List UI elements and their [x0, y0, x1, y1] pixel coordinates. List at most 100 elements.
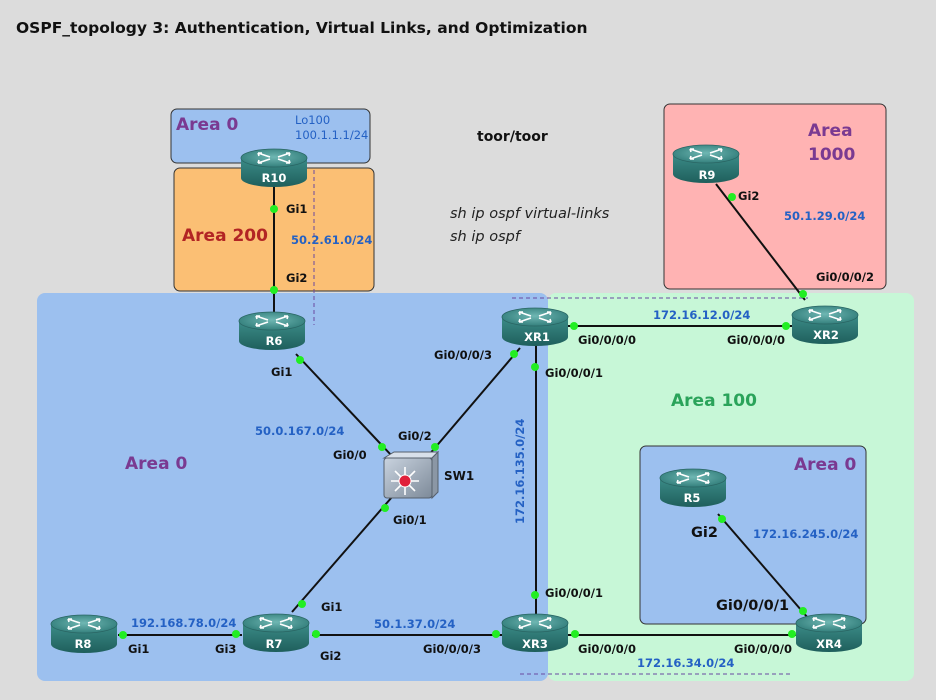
area100-label: Area 100 — [671, 391, 757, 411]
iface-sw1-gi00: Gi0/0 — [333, 448, 367, 462]
iface-xr3-gi001: Gi0/0/0/1 — [545, 586, 603, 600]
device-label-r9: R9 — [699, 168, 716, 182]
iface-r6-gi2: Gi2 — [286, 271, 307, 285]
port-xr2-gi002 — [799, 290, 807, 298]
router-r10[interactable] — [240, 148, 308, 187]
device-label-sw1: SW1 — [444, 469, 474, 483]
subnet-r7-xr3: 50.1.37.0/24 — [374, 617, 455, 631]
iface-xr2-gi002: Gi0/0/0/2 — [816, 270, 874, 284]
device-label-r10: R10 — [262, 171, 287, 185]
device-label-xr1: XR1 — [524, 330, 550, 344]
port-r5-gi2 — [718, 515, 726, 523]
link-r9-xr2 — [715, 183, 806, 301]
diagram-title: OSPF_topology 3: Authentication, Virtual… — [16, 19, 588, 37]
router-r9[interactable] — [672, 144, 740, 183]
subnet-r8-r7: 192.168.78.0/24 — [131, 616, 236, 630]
router-icon — [808, 309, 842, 321]
router-icon — [259, 617, 293, 629]
iface-xr4-gi000: Gi0/0/0/0 — [734, 642, 792, 656]
device-label-r6: R6 — [266, 334, 283, 348]
link-sw1-r7 — [291, 496, 393, 613]
iface-sw1-gi02: Gi0/2 — [398, 429, 432, 443]
port-sw1-gi02 — [431, 443, 439, 451]
link-r5-xr4 — [717, 513, 809, 619]
iface-r7-gi3: Gi3 — [215, 642, 236, 656]
port-r7-gi2 — [312, 630, 320, 638]
subnet-xr3-xr4: 172.16.34.0/24 — [637, 656, 734, 670]
iface-r5-gi2: Gi2 — [691, 525, 718, 541]
iface-xr3-gi000: Gi0/0/0/0 — [578, 642, 636, 656]
router-xr2[interactable] — [791, 305, 859, 344]
links — [118, 183, 809, 636]
port-xr4-gi001 — [799, 607, 807, 615]
area200-label: Area 200 — [182, 226, 268, 246]
loopback-name: Lo100 — [295, 113, 330, 127]
port-r7-gi3 — [232, 630, 240, 638]
port-dots — [119, 193, 807, 639]
switch-sw1[interactable] — [382, 450, 440, 500]
iface-r8-gi1: Gi1 — [128, 642, 149, 656]
router-icon — [257, 152, 291, 164]
subnet-r9-xr2: 50.1.29.0/24 — [784, 209, 865, 223]
router-icon — [812, 617, 846, 629]
device-label-xr2: XR2 — [813, 328, 839, 342]
router-xr3[interactable] — [501, 613, 569, 652]
device-label-r5: R5 — [684, 491, 701, 505]
credentials-label: toor/toor — [477, 129, 548, 145]
subnet-xr1-xr2: 172.16.12.0/24 — [653, 308, 750, 322]
device-label-r7: R7 — [266, 637, 283, 651]
router-xr1[interactable] — [501, 307, 569, 346]
iface-xr1-gi001: Gi0/0/0/1 — [545, 366, 603, 380]
port-xr1-gi001 — [531, 363, 539, 371]
iface-r10-gi1: Gi1 — [286, 202, 307, 216]
iface-r9-gi2: Gi2 — [738, 189, 759, 203]
subnet-r5-xr4: 172.16.245.0/24 — [753, 527, 858, 541]
port-r6-gi1 — [296, 356, 304, 364]
port-r7-gi1 — [298, 600, 306, 608]
subnet-r10-r6: 50.2.61.0/24 — [291, 233, 372, 247]
port-xr3-gi003 — [492, 630, 500, 638]
port-xr4-gi000 — [788, 630, 796, 638]
port-xr2-gi000 — [782, 322, 790, 330]
device-label-xr4: XR4 — [816, 637, 842, 651]
router-r5[interactable] — [659, 468, 727, 507]
port-r10-gi1 — [270, 205, 278, 213]
router-icon — [67, 618, 101, 630]
area0-inner-label: Area 0 — [794, 455, 856, 475]
device-label-r8: R8 — [75, 637, 92, 651]
router-r7[interactable] — [242, 613, 310, 652]
router-icon — [255, 315, 289, 327]
port-xr1-gi000 — [570, 322, 578, 330]
router-icon — [676, 472, 710, 484]
link-r6-sw1 — [295, 353, 393, 457]
port-xr1-gi003 — [510, 350, 518, 358]
router-r6[interactable] — [238, 311, 306, 350]
iface-xr3-gi003: Gi0/0/0/3 — [423, 642, 481, 656]
iface-xr4-gi001: Gi0/0/0/1 — [716, 598, 789, 614]
subnet-xr1-xr3: 172.16.135.0/24 — [513, 419, 527, 524]
router-r8[interactable] — [50, 614, 118, 653]
subnet-r6-sw1: 50.0.167.0/24 — [255, 424, 344, 438]
command-virtual-links: sh ip ospf virtual-links — [450, 206, 610, 222]
port-sw1-gi00 — [378, 443, 386, 451]
device-label-xr3: XR3 — [522, 637, 548, 651]
area1000-label-line2: 1000 — [808, 145, 855, 165]
router-icon — [518, 617, 552, 629]
iface-r7-gi1: Gi1 — [321, 600, 342, 614]
dashed-guides — [313, 170, 808, 675]
port-r9-gi2 — [728, 193, 736, 201]
router-xr4[interactable] — [795, 613, 863, 652]
port-xr3-gi000 — [571, 630, 579, 638]
port-r6-gi2 — [270, 286, 278, 294]
port-xr3-gi001 — [531, 591, 539, 599]
link-xr1-sw1 — [427, 347, 521, 457]
area0-main-label: Area 0 — [125, 454, 187, 474]
iface-xr1-gi000: Gi0/0/0/0 — [578, 333, 636, 347]
port-r8-gi1 — [119, 631, 127, 639]
iface-xr1-gi003: Gi0/0/0/3 — [434, 348, 492, 362]
command-show-ospf: sh ip ospf — [450, 229, 520, 245]
area0-top-label: Area 0 — [176, 115, 238, 135]
router-icon — [518, 311, 552, 323]
loopback-subnet: 100.1.1.1/24 — [295, 128, 368, 142]
